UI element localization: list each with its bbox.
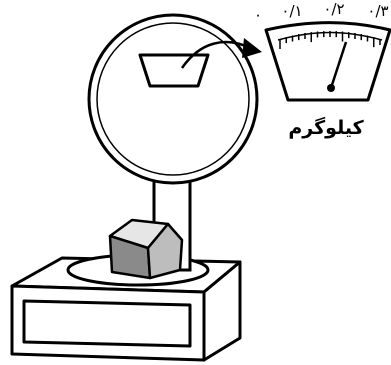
dial-tick-label-1: ۰/۱	[281, 2, 302, 20]
dial-unit-label: کیلوگرم	[288, 116, 364, 139]
dial-tick-label-0: ۰	[254, 6, 262, 24]
scale-display-panel	[24, 301, 190, 346]
scale-dial-head	[89, 15, 257, 183]
stone-cube-icon	[110, 220, 182, 278]
magnified-dial	[266, 23, 390, 101]
dial-window	[140, 55, 208, 86]
dial-tick-label-3: ۰/۳	[367, 2, 388, 20]
dial-tick-label-2: ۰/۲	[323, 0, 344, 18]
